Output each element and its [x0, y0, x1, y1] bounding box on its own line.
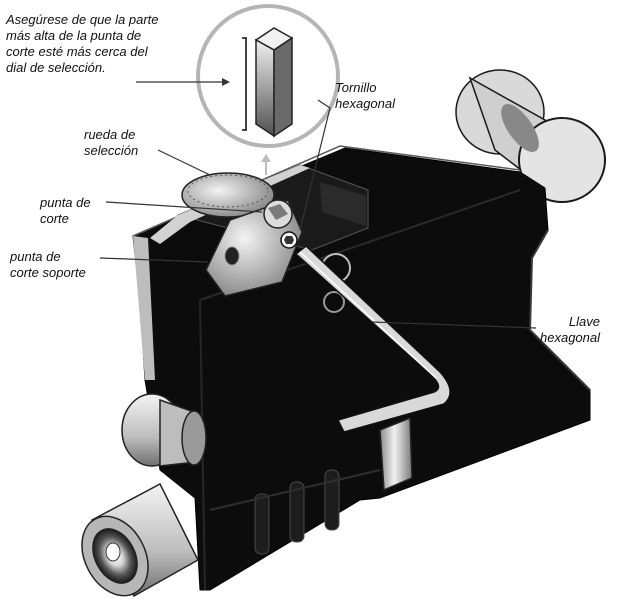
leader-lines [99, 78, 537, 329]
label-cutting-tip: punta de corte [40, 195, 91, 226]
front-knob [121, 393, 207, 467]
grip-slot-2 [289, 481, 305, 543]
magnifier-inset [196, 4, 340, 175]
hex-key [294, 245, 451, 433]
end-roller [455, 69, 606, 203]
eyepiece [81, 482, 199, 598]
selection-wheel [181, 172, 275, 218]
grip-slot-3 [324, 469, 340, 531]
blade-front [255, 38, 275, 138]
label-hex-key: Llave hexagonal [540, 314, 600, 345]
instruction-callout: Asegúrese de que la parte más alta de la… [6, 12, 159, 75]
grip-slot-1 [254, 493, 270, 555]
label-cutting-tip-holder: punta de corte soporte [10, 249, 86, 280]
blade-side [273, 36, 293, 138]
label-selection-wheel: rueda de selección [84, 127, 139, 158]
cutting-tip [205, 199, 303, 297]
rear-post [379, 416, 413, 492]
label-hex-screw: Tornillo hexagonal [335, 80, 395, 111]
